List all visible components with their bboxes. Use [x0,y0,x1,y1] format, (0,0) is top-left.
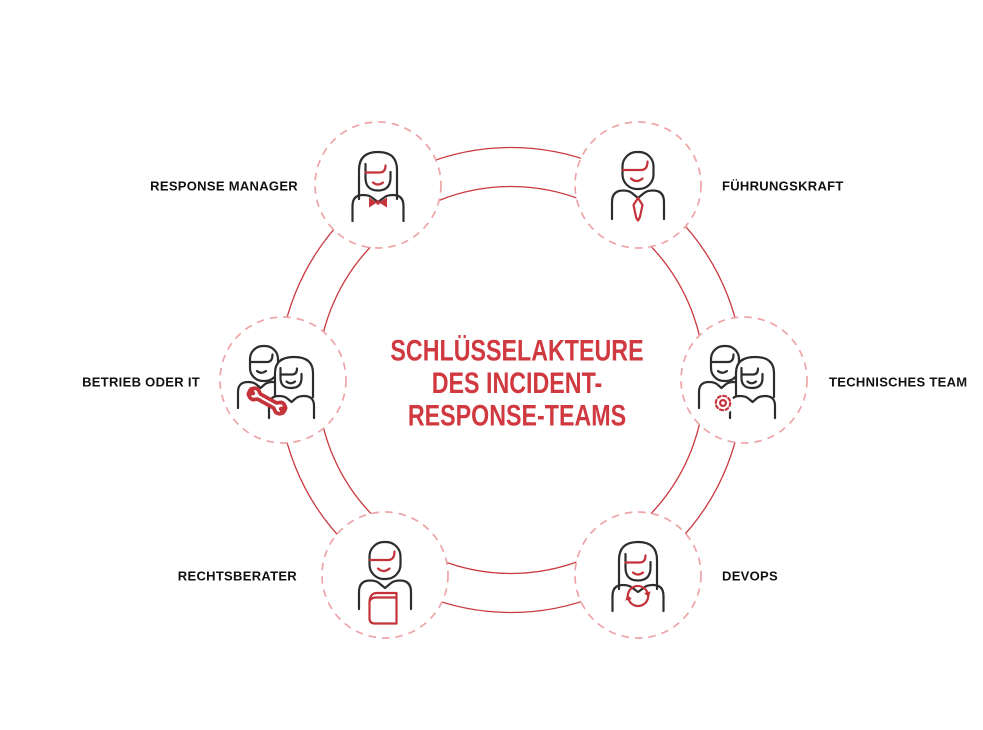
label-response-manager: RESPONSE MANAGER [150,178,298,194]
label-technisches-team: TECHNISCHES TEAM [829,374,968,390]
label-betrieb-oder-it: BETRIEB ODER IT [82,374,200,390]
title-line: DES INCIDENT- [431,366,603,401]
label-rechtsberater: RECHTSBERATER [177,568,297,584]
tie-icon [632,196,644,222]
node-devops [574,511,702,639]
wrench-icon [246,386,288,416]
node-rechtsberater [321,511,449,639]
sync-icon [625,584,651,608]
node-technisches-team [680,316,808,444]
bow-icon [369,197,387,208]
label-devops: DEVOPS [722,568,778,584]
diagram-title: SCHLÜSSELAKTEURE DES INCIDENT- RESPONSE-… [390,335,643,432]
book-icon [368,591,398,625]
title-line: SCHLÜSSELAKTEURE [390,334,644,368]
label-fuehrungskraft: FÜHRUNGSKRAFT [722,178,844,194]
gear-icon [712,392,734,414]
node-fuehrungskraft [574,121,702,249]
node-betrieb-oder-it [219,316,347,444]
node-response-manager [314,121,442,249]
title-line: RESPONSE-TEAMS [407,399,627,433]
